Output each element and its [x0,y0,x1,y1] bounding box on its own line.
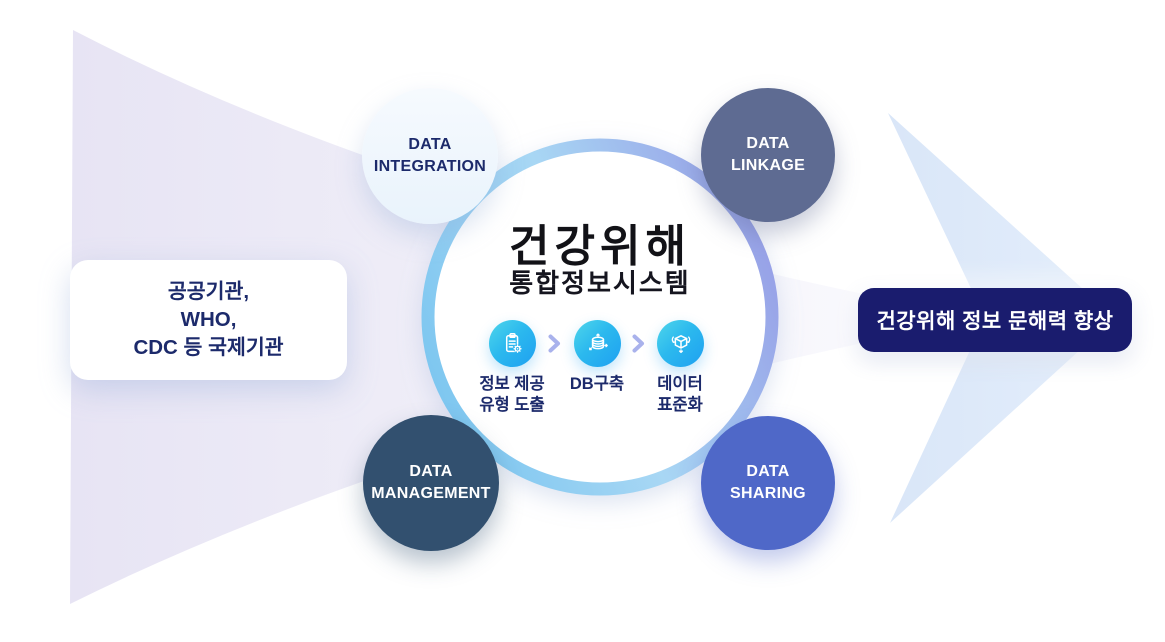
label-line: DATA [746,463,790,480]
source-organizations-box: 공공기관, WHO, CDC 등 국제기관 [70,260,347,380]
source-line: WHO, [180,308,237,331]
cube-standard-icon [657,320,704,367]
label-line: 유형 도출 [479,396,545,414]
circle-data-integration: DATA INTEGRATION [362,88,498,224]
circle-data-management-label: DATA MANAGEMENT [371,461,490,505]
circle-data-linkage-label: DATA LINKAGE [731,133,805,177]
circle-data-integration-label: DATA INTEGRATION [374,134,486,178]
label-line: LINKAGE [730,157,806,174]
center-ring [421,138,779,496]
chevron-right-icon [548,334,561,358]
outcome-box: 건강위해 정보 문해력 향상 [858,288,1132,352]
step-label-information-types: 정보 제공 유형 도출 [457,374,567,416]
step-label-data-standardization: 데이터 표준화 [625,374,735,416]
source-line: 공공기관, [167,280,250,303]
outcome-text: 건강위해 정보 문해력 향상 [876,310,1114,333]
label-line: DATA [746,135,790,152]
label-line: SHARING [730,485,806,502]
chevron-right-icon [632,334,645,358]
label-line: DATA [409,463,453,480]
label-line: MANAGEMENT [371,485,491,502]
label-line: 데이터 [657,375,703,393]
circle-data-sharing: DATA SHARING [701,416,835,550]
clipboard-gear-icon [489,320,536,367]
label-line: INTEGRATION [373,158,487,175]
label-line: 표준화 [657,396,703,414]
center-title-line2: 통합정보시스템 [509,268,691,298]
circle-data-linkage: DATA LINKAGE [701,88,835,222]
circle-data-sharing-label: DATA SHARING [730,461,806,505]
label-line: DATA [408,136,452,153]
database-icon [574,320,621,367]
source-line: CDC 등 국제기관 [133,336,284,359]
label-line: DB구축 [569,375,625,393]
center-title-line1: 건강위해 [509,222,691,271]
step-label-db-build: DB구축 [542,374,652,395]
circle-data-management: DATA MANAGEMENT [363,415,499,551]
label-line: 정보 제공 [479,375,545,393]
